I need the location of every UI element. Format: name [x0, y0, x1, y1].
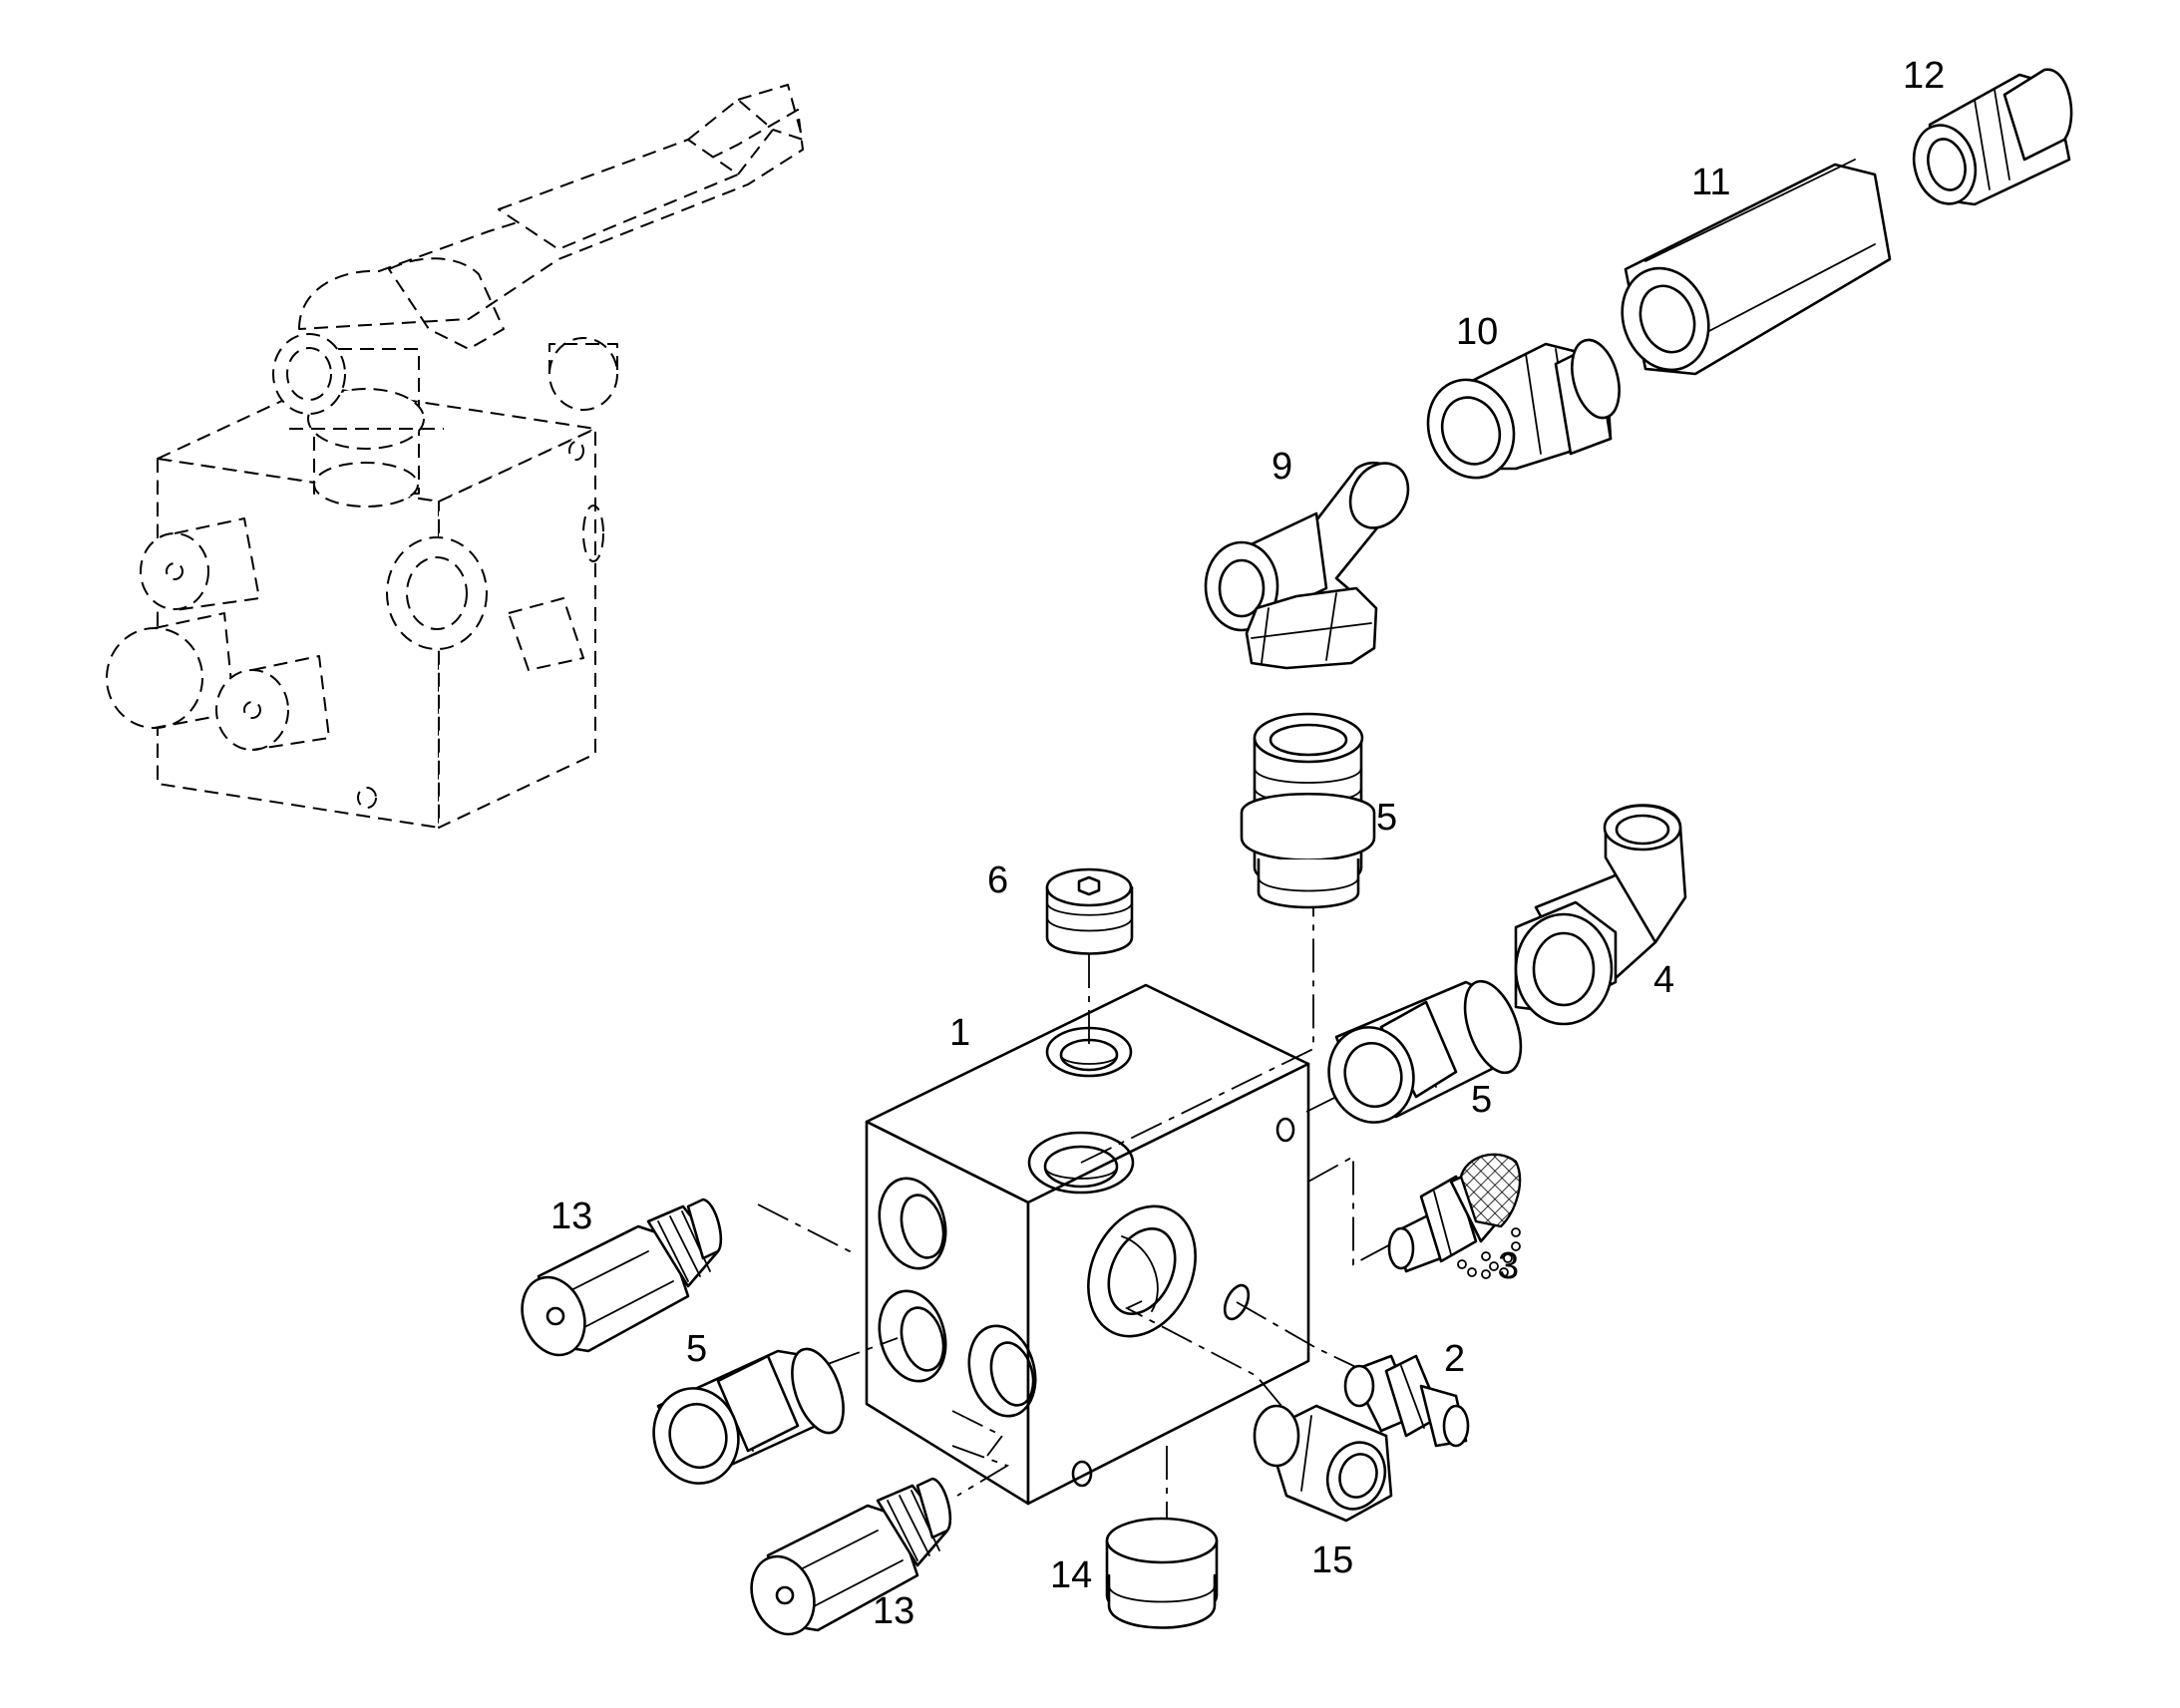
part-straight-fitting-top	[1240, 712, 1376, 909]
valve-block	[865, 983, 1310, 1506]
callout-10: 10	[1456, 311, 1498, 353]
part-adapter	[1912, 68, 2073, 206]
part-hex-coupling	[1621, 159, 1892, 376]
callout-6: 6	[987, 859, 1008, 901]
callout-11: 11	[1691, 162, 1730, 203]
callout-13-upper: 13	[550, 1196, 592, 1237]
callout-2: 2	[1444, 1338, 1465, 1380]
part-check-valve-lower	[750, 1477, 952, 1636]
part-straight-fitting-left	[652, 1347, 845, 1485]
callout-1: 1	[949, 1012, 970, 1054]
part-test-fitting	[1387, 1153, 1522, 1279]
callout-14: 14	[1050, 1554, 1092, 1596]
callout-3: 3	[1498, 1245, 1519, 1287]
part-tee-fitting	[1204, 461, 1410, 670]
part-plug	[1045, 867, 1134, 955]
center-lines	[757, 902, 1397, 1521]
part-small-fitting	[1343, 1354, 1470, 1448]
callout-4: 4	[1653, 959, 1674, 1001]
callout-12: 12	[1903, 55, 1945, 97]
part-check-valve-upper	[521, 1197, 723, 1357]
callout-9: 9	[1272, 446, 1292, 488]
callout-5-left: 5	[686, 1328, 707, 1370]
callout-15: 15	[1311, 1539, 1353, 1581]
part-union-nut	[1426, 338, 1621, 480]
part-nut	[1253, 1404, 1393, 1523]
callout-13-lower: 13	[873, 1590, 914, 1632]
part-cap	[1105, 1517, 1219, 1629]
part-elbow	[1514, 804, 1687, 1026]
callout-5-top: 5	[1376, 797, 1397, 839]
part-straight-fitting-right	[1327, 979, 1523, 1124]
assembled-view-ghost	[106, 84, 804, 829]
callout-labels: 1 2 3 4 5 5 5 6 9 10 11 12 13 13 14 15	[550, 55, 1945, 1632]
callout-5-right: 5	[1471, 1079, 1492, 1121]
